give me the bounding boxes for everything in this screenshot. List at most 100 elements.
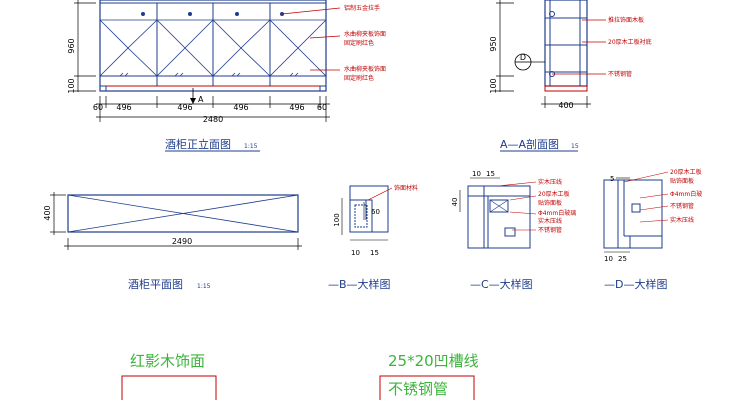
width-label-side: 60 xyxy=(93,103,103,112)
section-body xyxy=(544,0,588,87)
pipe-circle-icon xyxy=(549,11,555,17)
detail-b-block xyxy=(349,199,373,233)
detail-c-note: 贴饰面板 xyxy=(538,199,562,207)
detail-c-glass-block xyxy=(489,199,509,213)
detail-b-dimensions xyxy=(341,198,388,241)
detail-c-dim: 15 xyxy=(486,170,495,178)
detail-c-dimensions xyxy=(459,177,500,212)
detail-c-dim: 10 xyxy=(472,170,481,178)
plan-outline xyxy=(67,194,299,233)
detail-d-title: —D—大样图 xyxy=(604,277,667,291)
detail-c-note: 实木压线 xyxy=(538,217,562,225)
plan-diagonal xyxy=(67,194,299,233)
section-height-label: 950 xyxy=(489,36,498,51)
elevation-note-panel: 水曲柳夹板饰面 xyxy=(344,30,386,38)
plan-scale: 1:15 xyxy=(197,283,211,290)
width-label-door: 496 xyxy=(177,103,192,112)
detail-d: 5 10 25 20厚木工板 贴饰面板 Φ4mm白玻 不锈钢管 实木压线 —D—… xyxy=(603,168,702,291)
section-note-board: 20厚木工板衬底 xyxy=(608,38,652,46)
material-legend: 红影木饰面 25*20凹槽线 不锈钢管 xyxy=(121,352,479,403)
detail-b-leader xyxy=(367,187,393,201)
section-note-pipe: 不锈钢管 xyxy=(608,70,632,78)
cabinet-plan: 400 2490 酒柜平面图 1:15 xyxy=(43,192,302,291)
cabinet-elevation: 960 100 60 496 496 496 496 60 2480 A xyxy=(67,0,386,152)
glass-marks xyxy=(119,72,299,77)
left-height-dimension xyxy=(74,0,96,92)
elevation-leaders xyxy=(281,7,341,71)
section-scale: 15 xyxy=(571,143,579,150)
detail-b-dim: 10 xyxy=(351,249,360,257)
detail-b-inner xyxy=(354,204,368,228)
elevation-scale: 1:15 xyxy=(244,143,258,150)
detail-d-note: 不锈钢管 xyxy=(670,202,694,210)
cabinet-foot xyxy=(319,85,327,92)
detail-c-note: Φ4mm白玻璃 xyxy=(538,209,576,217)
detail-d-dimensions xyxy=(604,177,630,253)
cabinet-foot xyxy=(99,85,107,92)
detail-c-cross xyxy=(489,199,509,213)
total-width-label: 2480 xyxy=(203,115,223,124)
elevation-note-paint: 固定刷红色 xyxy=(344,39,374,47)
detail-b-dim: 100 xyxy=(333,213,341,226)
section-aa: 950 100 400 D 推拉饰面木板 20厚木工板衬底 不锈钢管 A—A剖面… xyxy=(489,0,652,152)
plan-depth-label: 400 xyxy=(43,205,52,220)
width-label-door: 496 xyxy=(116,103,131,112)
detail-d-pipe xyxy=(631,203,641,213)
width-label-side: 60 xyxy=(317,103,327,112)
elevation-title: 酒柜正立面图 xyxy=(165,137,231,151)
detail-d-note: 实木压线 xyxy=(670,216,694,224)
section-note-slide: 推拉饰面木板 xyxy=(608,16,644,24)
detail-d-note: Φ4mm白玻 xyxy=(670,190,702,198)
detail-b: 60 100 10 15 饰面材料 —B—大样图 xyxy=(328,184,418,291)
legend-swatch-redwood xyxy=(121,375,217,403)
elevation-note-handle: 铝制五金拉手 xyxy=(344,4,380,12)
detail-c-title: —C—大样图 xyxy=(470,277,533,291)
detail-d-note: 贴饰面板 xyxy=(670,177,694,185)
detail-c-dim: 40 xyxy=(451,198,459,207)
section-marker-a: A xyxy=(190,88,204,104)
height-label-plinth: 100 xyxy=(67,78,76,93)
door-diamonds xyxy=(99,19,327,77)
detail-d-note: 20厚木工板 xyxy=(670,168,702,176)
section-height-dimension xyxy=(496,0,514,92)
plan-width-dimension xyxy=(64,238,302,250)
detail-b-dim: 15 xyxy=(370,249,379,257)
legend-item-redwood: 红影木饰面 xyxy=(130,352,205,370)
width-dimension-chain xyxy=(96,96,330,122)
detail-b-dim: 60 xyxy=(371,208,380,216)
section-width-label: 400 xyxy=(558,101,573,110)
cabinet-body xyxy=(99,0,327,92)
legend-item-pipe: 不锈钢管 xyxy=(388,380,448,398)
detail-b-note: 饰面材料 xyxy=(394,184,418,192)
detail-c-note: 不锈钢管 xyxy=(538,226,562,234)
detail-marker-d: D xyxy=(514,53,545,71)
section-width-dimension xyxy=(541,96,591,108)
detail-b-title: —B—大样图 xyxy=(328,277,391,291)
detail-c-leaders xyxy=(497,181,537,231)
detail-d-dim: 25 xyxy=(618,255,627,263)
svg-text:D: D xyxy=(520,53,526,62)
plan-depth-dimension xyxy=(50,192,66,235)
detail-c-frame xyxy=(467,185,531,249)
section-leaders xyxy=(552,19,606,75)
detail-c-note: 20厚木工板 xyxy=(538,190,570,198)
section-plinth xyxy=(544,85,588,92)
svg-text:A: A xyxy=(198,95,204,104)
elevation-note-paint: 固定刷红色 xyxy=(344,74,374,82)
width-label-door: 496 xyxy=(289,103,304,112)
detail-c: 10 15 40 实木压线 20厚木工板 贴饰面板 Φ4mm白玻璃 实木压线 不… xyxy=(451,170,576,291)
detail-d-leaders xyxy=(623,171,669,223)
legend-item-groove: 25*20凹槽线 xyxy=(388,352,479,370)
height-label-main: 960 xyxy=(67,38,76,53)
detail-c-note: 实木压线 xyxy=(538,178,562,186)
section-title: A—A剖面图 xyxy=(500,137,559,151)
plan-width-label: 2490 xyxy=(172,237,192,246)
detail-d-dim: 5 xyxy=(610,175,614,183)
detail-d-dim: 10 xyxy=(604,255,613,263)
section-plinth-label: 100 xyxy=(489,78,498,93)
detail-d-frame xyxy=(603,179,663,249)
width-label-door: 496 xyxy=(233,103,248,112)
plan-title: 酒柜平面图 xyxy=(128,278,183,291)
